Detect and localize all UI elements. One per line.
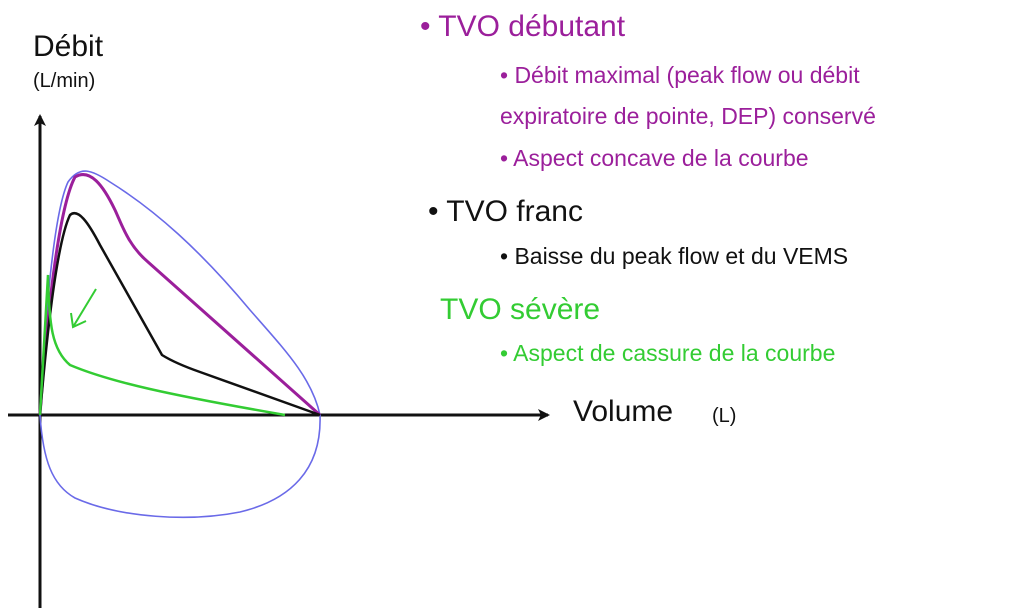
legend-baisse: • Baisse du peak flow et du VEMS xyxy=(500,243,849,269)
legend-cassure: • Aspect de cassure de la courbe xyxy=(500,340,836,366)
tvo-debutant-curve xyxy=(38,173,321,417)
legend-tvo-franc: • TVO franc xyxy=(428,195,583,228)
x-axis-unit: (L) xyxy=(712,405,737,427)
x-axis-title: Volume xyxy=(573,395,674,428)
legend-dep-line2: expiratoire de pointe, DEP) conservé xyxy=(500,103,876,129)
legend-dep-line1: • Débit maximal (peak flow ou débit xyxy=(500,62,860,88)
legend-concave: • Aspect concave de la courbe xyxy=(500,145,809,171)
y-axis-title: Débit xyxy=(33,30,104,63)
down-left-arrow-icon xyxy=(70,288,97,329)
normal-loop-curve xyxy=(39,170,321,519)
tvo-franc-curve xyxy=(38,212,321,417)
tvo-severe-curve xyxy=(38,274,286,417)
legend-tvo-severe: TVO sévère xyxy=(440,293,601,326)
y-axis-unit: (L/min) xyxy=(33,70,96,92)
legend-tvo-debutant: • TVO débutant xyxy=(420,10,626,43)
